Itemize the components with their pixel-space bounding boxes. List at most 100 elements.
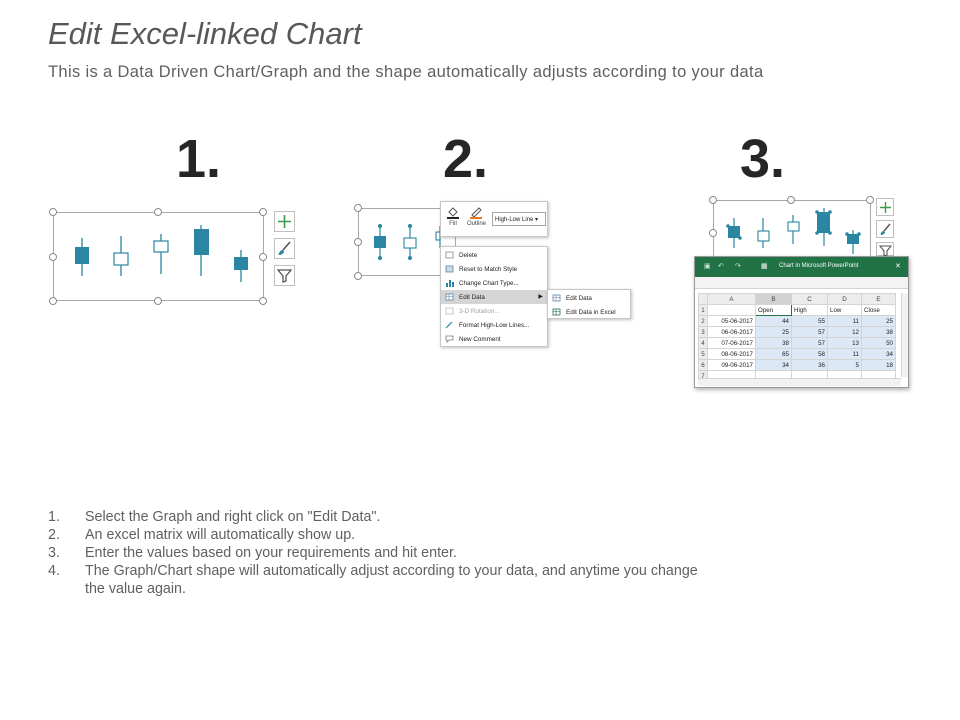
candle-1[interactable] bbox=[726, 218, 742, 248]
close-icon[interactable]: ✕ bbox=[895, 263, 901, 270]
table-cell[interactable]: 18 bbox=[861, 359, 896, 371]
table-cell[interactable]: 36 bbox=[791, 359, 828, 371]
table-cell[interactable]: 09-06-2017 bbox=[707, 359, 756, 371]
menu-item-format-high-low-lines[interactable]: Format High-Low Lines... bbox=[441, 318, 547, 332]
table-cell[interactable]: 55 bbox=[791, 315, 828, 327]
row-number[interactable]: 4 bbox=[698, 337, 708, 349]
excel-table-icon: ▦ bbox=[761, 263, 768, 270]
resize-handle[interactable] bbox=[787, 196, 795, 204]
chart-element-selector[interactable]: High-Low Line ▾ bbox=[492, 212, 546, 226]
chart-elements-button[interactable] bbox=[274, 211, 295, 232]
resize-handle[interactable] bbox=[49, 208, 57, 216]
chart-elements-button[interactable] bbox=[876, 198, 894, 216]
redo-icon[interactable]: ↷ bbox=[735, 263, 741, 270]
table-cell[interactable]: 65 bbox=[755, 348, 792, 360]
candlestick-chart[interactable] bbox=[53, 212, 264, 301]
column-header[interactable]: A bbox=[707, 293, 756, 305]
resize-handle[interactable] bbox=[259, 253, 267, 261]
table-cell[interactable]: 57 bbox=[791, 326, 828, 338]
table-cell[interactable]: 13 bbox=[827, 337, 862, 349]
table-cell[interactable]: 08-06-2017 bbox=[707, 348, 756, 360]
table-cell[interactable]: 25 bbox=[755, 326, 792, 338]
table-cell[interactable] bbox=[707, 304, 756, 316]
chart-styles-button[interactable] bbox=[274, 238, 295, 259]
table-cell[interactable]: Low bbox=[827, 304, 862, 316]
resize-handle[interactable] bbox=[354, 204, 362, 212]
row-number[interactable]: 6 bbox=[698, 359, 708, 371]
resize-handle[interactable] bbox=[259, 297, 267, 305]
candlestick-chart-small[interactable] bbox=[358, 208, 498, 276]
formula-bar[interactable] bbox=[695, 277, 908, 289]
save-icon[interactable]: ▣ bbox=[704, 263, 711, 270]
row-number[interactable]: 1 bbox=[698, 304, 708, 316]
menu-item-edit-data[interactable]: Edit Data ▶ bbox=[441, 290, 547, 304]
select-all-corner[interactable] bbox=[698, 293, 708, 305]
table-cell[interactable]: 58 bbox=[791, 348, 828, 360]
row-number[interactable]: 3 bbox=[698, 326, 708, 338]
resize-handle[interactable] bbox=[154, 297, 162, 305]
table-cell[interactable]: 34 bbox=[861, 348, 896, 360]
fill-button[interactable]: Fill bbox=[444, 206, 462, 227]
resize-handle[interactable] bbox=[354, 272, 362, 280]
table-cell[interactable]: 12 bbox=[827, 326, 862, 338]
resize-handle[interactable] bbox=[154, 208, 162, 216]
candle-1[interactable] bbox=[374, 224, 386, 260]
chart-styles-button[interactable] bbox=[876, 220, 894, 238]
table-cell[interactable]: 07-06-2017 bbox=[707, 337, 756, 349]
submenu-item-edit-data[interactable]: Edit Data bbox=[548, 291, 630, 305]
column-header[interactable]: E bbox=[861, 293, 896, 305]
excel-data-window[interactable]: ▣ ↶ ↷ ▦ Chart in Microsoft PowerPoint ✕ … bbox=[694, 256, 909, 388]
table-cell[interactable]: Open bbox=[755, 304, 792, 316]
horizontal-scrollbar[interactable] bbox=[698, 378, 901, 386]
table-cell[interactable]: 38 bbox=[755, 337, 792, 349]
candle-1[interactable] bbox=[75, 238, 89, 276]
chart-filters-button[interactable] bbox=[274, 265, 295, 286]
outline-button[interactable]: Outline bbox=[467, 206, 486, 227]
menu-item-reset-style[interactable]: Reset to Match Style bbox=[441, 262, 547, 276]
table-cell[interactable]: 05-06-2017 bbox=[707, 315, 756, 327]
table-cell[interactable]: Close bbox=[861, 304, 896, 316]
table-cell[interactable]: 50 bbox=[861, 337, 896, 349]
table-cell[interactable]: 25 bbox=[861, 315, 896, 327]
candle-5[interactable] bbox=[234, 250, 248, 282]
candle-3[interactable] bbox=[153, 234, 169, 274]
undo-icon[interactable]: ↶ bbox=[718, 263, 724, 270]
resize-handle[interactable] bbox=[709, 196, 717, 204]
table-cell[interactable]: 11 bbox=[827, 315, 862, 327]
menu-item-new-comment[interactable]: New Comment bbox=[441, 332, 547, 346]
candle-4[interactable] bbox=[194, 225, 209, 276]
column-header[interactable]: D bbox=[827, 293, 862, 305]
candle-5[interactable] bbox=[845, 230, 861, 254]
table-cell[interactable]: 38 bbox=[861, 326, 896, 338]
spreadsheet-grid[interactable]: A B C D E 1 Open High Low Close 2 05-06-… bbox=[698, 293, 896, 382]
candle-4[interactable] bbox=[815, 208, 832, 246]
table-cell[interactable]: 06-06-2017 bbox=[707, 326, 756, 338]
column-header[interactable]: B bbox=[755, 293, 792, 305]
chart-filters-button[interactable] bbox=[876, 242, 894, 256]
table-cell[interactable]: 5 bbox=[827, 359, 862, 371]
excel-title-bar[interactable]: ▣ ↶ ↷ ▦ Chart in Microsoft PowerPoint ✕ bbox=[695, 257, 908, 277]
column-header[interactable]: C bbox=[791, 293, 828, 305]
resize-handle[interactable] bbox=[49, 253, 57, 261]
submenu-item-edit-data-in-excel[interactable]: Edit Data in Excel bbox=[548, 305, 630, 319]
candlestick-chart-small[interactable] bbox=[713, 200, 873, 256]
candle-3[interactable] bbox=[787, 215, 800, 244]
resize-handle[interactable] bbox=[709, 229, 717, 237]
resize-handle[interactable] bbox=[259, 208, 267, 216]
candle-2[interactable] bbox=[403, 224, 417, 260]
row-number[interactable]: 2 bbox=[698, 315, 708, 327]
menu-item-delete[interactable]: Delete bbox=[441, 248, 547, 262]
vertical-scrollbar[interactable] bbox=[901, 293, 908, 377]
table-cell[interactable]: 34 bbox=[755, 359, 792, 371]
menu-item-change-chart-type[interactable]: Change Chart Type... bbox=[441, 276, 547, 290]
resize-handle[interactable] bbox=[866, 196, 874, 204]
resize-handle[interactable] bbox=[354, 238, 362, 246]
candle-2[interactable] bbox=[757, 218, 770, 248]
candle-2[interactable] bbox=[113, 236, 129, 276]
resize-handle[interactable] bbox=[49, 297, 57, 305]
table-cell[interactable]: 11 bbox=[827, 348, 862, 360]
table-cell[interactable]: 44 bbox=[755, 315, 792, 327]
table-cell[interactable]: 57 bbox=[791, 337, 828, 349]
table-cell[interactable]: High bbox=[791, 304, 828, 316]
row-number[interactable]: 5 bbox=[698, 348, 708, 360]
